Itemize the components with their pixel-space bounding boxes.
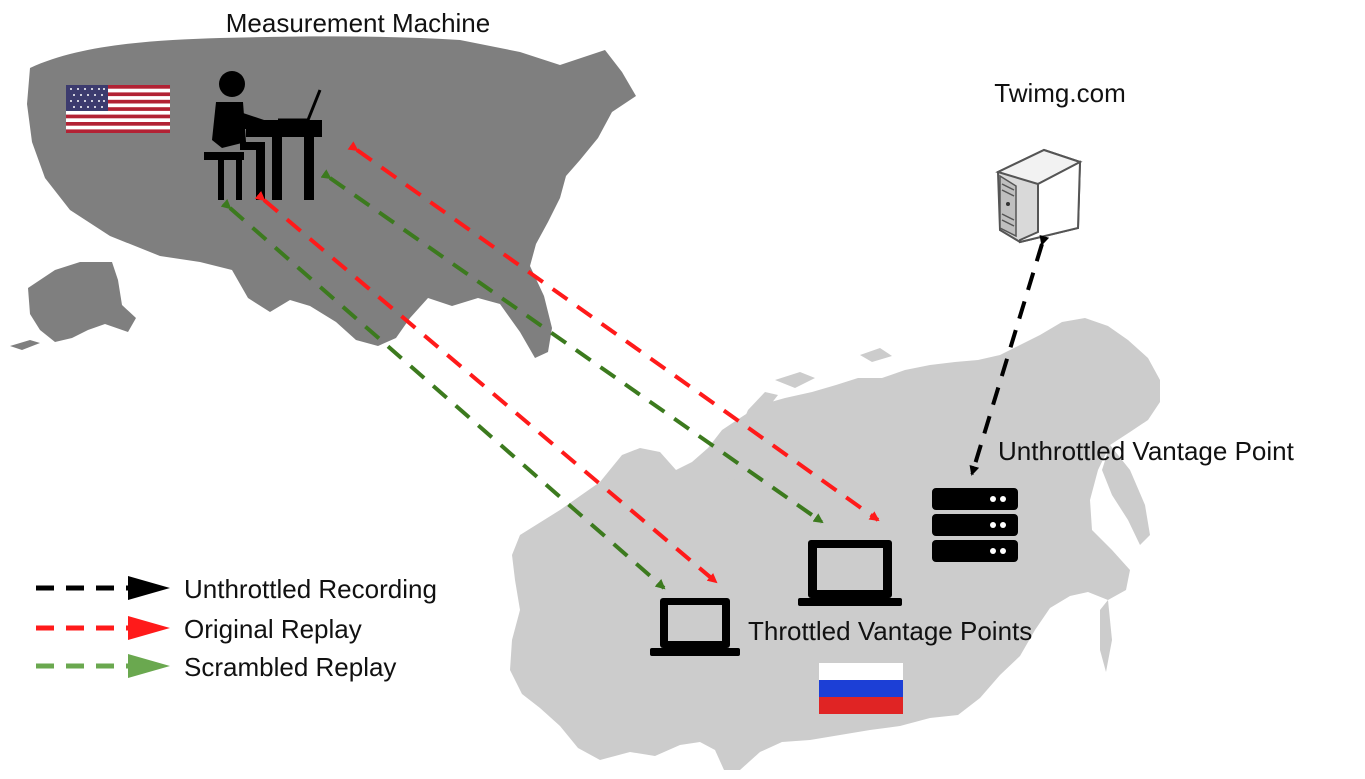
legend-item-scrambled: Scrambled Replay xyxy=(36,652,396,682)
legend-item-recording: Unthrottled Recording xyxy=(36,574,437,604)
russia-flag-icon xyxy=(819,663,903,714)
laptop-icon xyxy=(798,540,902,606)
throttled-vantage-points-label: Throttled Vantage Points xyxy=(748,616,1032,646)
connections xyxy=(220,141,1050,590)
legend: Unthrottled Recording Original Replay Sc… xyxy=(36,574,437,682)
person-at-desk-icon xyxy=(204,71,322,200)
scrambled-replay-arrow xyxy=(220,198,666,590)
server-rack-icon xyxy=(932,488,1018,562)
legend-label: Original Replay xyxy=(184,614,362,644)
unthrottled-vantage-point-label: Unthrottled Vantage Point xyxy=(998,436,1295,466)
unthrottled-recording-arrow xyxy=(969,234,1050,476)
legend-item-original: Original Replay xyxy=(36,614,362,644)
measurement-machine-label: Measurement Machine xyxy=(226,8,490,38)
usa-map xyxy=(10,36,636,359)
legend-label: Scrambled Replay xyxy=(184,652,396,682)
legend-label: Unthrottled Recording xyxy=(184,574,437,604)
us-flag-icon xyxy=(66,85,170,133)
server-tower-icon xyxy=(995,148,1083,244)
laptop-icon xyxy=(650,598,740,656)
scrambled-replay-arrow xyxy=(320,169,824,524)
server-label: Twimg.com xyxy=(994,78,1125,108)
